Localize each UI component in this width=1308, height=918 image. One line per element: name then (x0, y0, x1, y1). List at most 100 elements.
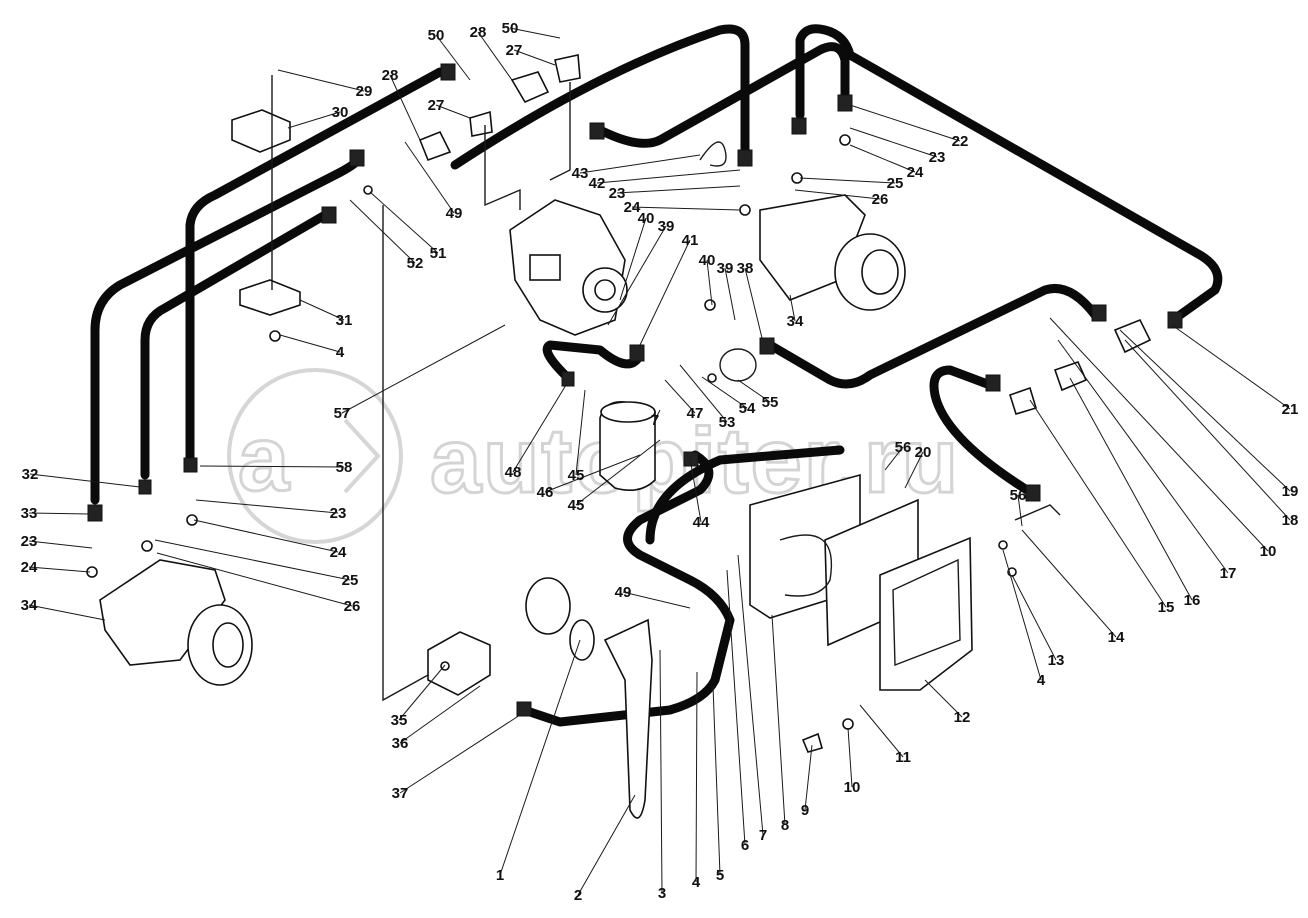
callout-number: 4 (1037, 672, 1046, 689)
callout-leader-line (884, 446, 904, 471)
filter-cap (600, 401, 656, 423)
callout-number: 58 (336, 459, 353, 476)
callout-leader-line (287, 111, 341, 129)
callout-leader-line (575, 389, 586, 476)
callout-leader-line (509, 27, 561, 39)
callout-number: 8 (781, 817, 789, 834)
callout-leader-line (849, 144, 916, 173)
callout-number: 40 (638, 210, 655, 227)
fitting-29top (440, 63, 456, 81)
callout-leader-line (924, 679, 963, 718)
suction-gasket (569, 619, 595, 661)
callout-number: 24 (330, 544, 347, 561)
callout-leader-line (544, 454, 641, 493)
elbow-27a (554, 54, 581, 83)
callout-leader-line (1171, 324, 1291, 410)
callout-number: 42 (589, 175, 606, 192)
fitting-42 (737, 149, 753, 167)
fitting-top (589, 122, 605, 140)
callout-number: 22 (952, 133, 969, 150)
callout-number: 5 (716, 867, 724, 884)
callout-leader-line (616, 185, 741, 194)
callout-number: 54 (739, 400, 756, 417)
callout-number: 21 (1282, 401, 1299, 418)
callout-number: 32 (22, 466, 39, 483)
callout-leader-line (631, 206, 741, 211)
callout-leader-line (679, 364, 728, 423)
callout-number: 11 (895, 749, 911, 766)
shroud-opening (892, 558, 961, 667)
washer-24m (186, 514, 198, 526)
callout-leader-line (596, 169, 741, 184)
callout-number: 41 (682, 232, 699, 249)
motor-left-bore (212, 622, 244, 668)
callout-number: 37 (392, 785, 409, 802)
fitting-15 (985, 374, 1001, 392)
callout-number: 55 (762, 394, 779, 411)
callout-number: 13 (1048, 652, 1065, 669)
callout-leader-line (1119, 329, 1291, 492)
callout-leader-line (701, 376, 748, 409)
callout-number: 36 (392, 735, 409, 752)
callout-leader-line (277, 69, 365, 92)
fitting-19 (1091, 304, 1107, 322)
callout-number: 15 (1158, 599, 1175, 616)
callout-number: 44 (693, 514, 710, 531)
callout-number: 23 (21, 533, 38, 550)
callout-number: 4 (336, 344, 345, 361)
callout-number: 14 (1108, 629, 1125, 646)
hose-top-right-b (795, 24, 1223, 320)
callout-number: 28 (382, 67, 399, 84)
callout-leader-line (513, 49, 556, 66)
thin-lines (271, 75, 1061, 702)
callout-number: 48 (505, 464, 522, 481)
callout-number: 47 (687, 405, 704, 422)
callout-leader-line (1021, 529, 1117, 638)
callout-leader-line (744, 267, 763, 339)
callout-leader-line (279, 334, 341, 353)
callout-leader-line (859, 704, 904, 758)
callout-leader-line (512, 384, 567, 473)
callout-number: 18 (1282, 512, 1299, 529)
hose-right-loop (929, 365, 1040, 500)
callout-leader-line (28, 566, 91, 573)
return-line-57 (382, 205, 429, 702)
callout-leader-line (299, 299, 345, 321)
drain-line (484, 125, 521, 210)
fitting-58 (183, 457, 198, 473)
callout-leader-line (726, 569, 746, 846)
fitting-14 (1025, 484, 1041, 502)
callout-leader-line (771, 614, 786, 826)
callout-number: 46 (537, 484, 554, 501)
callout-leader-line (804, 744, 813, 811)
watermark-logo-letter: a (238, 408, 291, 510)
hose-left-middle (140, 210, 330, 480)
callout-leader-line (369, 191, 439, 254)
callout-number: 7 (759, 827, 767, 844)
callout-leader-line (737, 554, 764, 836)
callout-number: 25 (342, 572, 359, 589)
callout-number: 43 (572, 165, 589, 182)
callout-number: 3 (658, 885, 666, 902)
motor-right-bore (861, 249, 899, 295)
washer-25l (141, 540, 153, 552)
callout-number: 45 (568, 497, 585, 514)
callout-leader-line (199, 465, 345, 468)
washer-53 (707, 373, 717, 383)
pump-port-block (529, 254, 561, 281)
callout-number: 29 (356, 83, 373, 100)
callout-leader-line (398, 664, 446, 721)
suction-pipe (603, 618, 653, 819)
components (99, 109, 973, 819)
callout-number: 27 (506, 42, 523, 59)
callout-leader-line (712, 685, 721, 876)
callout-leader-line (195, 499, 339, 514)
fitting-middle (321, 206, 337, 224)
callout-leader-line (695, 671, 698, 883)
filter (599, 401, 656, 491)
callout-leader-line (619, 217, 647, 301)
elbow-27b (469, 110, 493, 137)
callout-number: 16 (1184, 592, 1201, 609)
callout-number: 4 (692, 874, 701, 891)
